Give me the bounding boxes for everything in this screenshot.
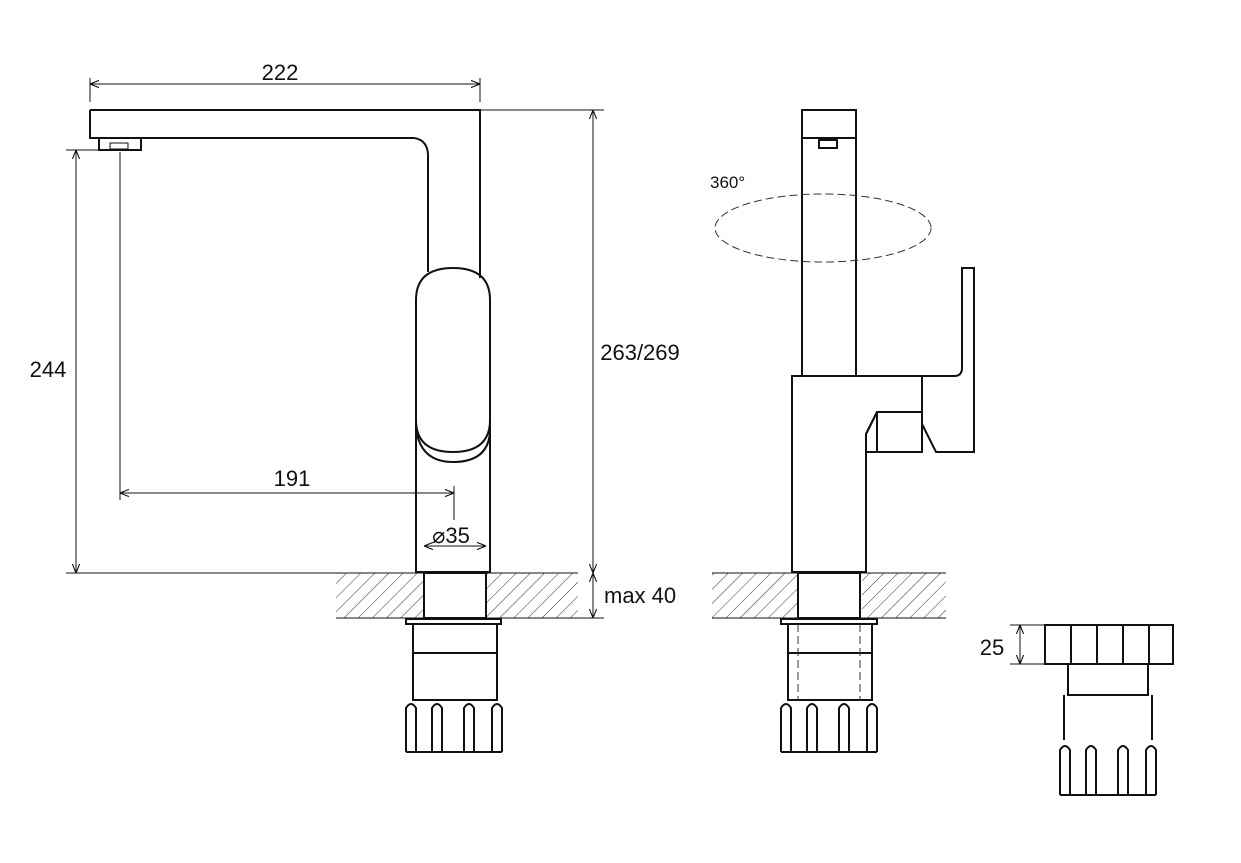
fluted-nut-side	[780, 703, 878, 753]
dim-height-range: 263/269	[600, 340, 680, 365]
body-side	[791, 375, 923, 573]
dim-total-height: 244	[30, 357, 67, 382]
lever-side	[921, 267, 975, 453]
dim-spout-reach: 222	[262, 60, 299, 85]
aerator	[98, 137, 142, 151]
dim-body-diameter: ⌀35	[432, 523, 470, 548]
lever-oval-shadow	[415, 427, 491, 464]
nut-base-front	[412, 653, 498, 701]
front-view: 222 244 191 ⌀35 263/269 max 40	[30, 60, 680, 753]
nut-detail-flutes	[1059, 745, 1157, 796]
nut-front	[412, 623, 498, 654]
countertop-section-side	[712, 572, 946, 619]
spout-column-side	[801, 109, 857, 377]
dim-outlet-reach: 191	[274, 466, 311, 491]
dim-max-thickness: max 40	[604, 583, 676, 608]
shank-front	[423, 572, 487, 619]
dim-nut-height: 25	[980, 635, 1004, 660]
nut-detail: 25	[980, 624, 1174, 796]
aerator-side	[818, 139, 838, 149]
fluted-nut-front	[405, 703, 503, 753]
dim-rotation: 360°	[710, 173, 745, 192]
countertop-section-front	[336, 572, 578, 619]
shank-side	[797, 572, 861, 619]
handle-block-side	[865, 411, 923, 453]
lever-oval	[415, 300, 491, 454]
spout-body-outline	[89, 109, 491, 573]
aerator-inner	[109, 142, 129, 150]
rotation-ellipse	[714, 193, 932, 263]
nut-detail-head	[1044, 624, 1174, 665]
side-view: 360°	[710, 109, 975, 753]
hidden-shank-side	[797, 624, 861, 700]
nut-side	[787, 623, 873, 654]
nut-base-side	[787, 653, 873, 701]
